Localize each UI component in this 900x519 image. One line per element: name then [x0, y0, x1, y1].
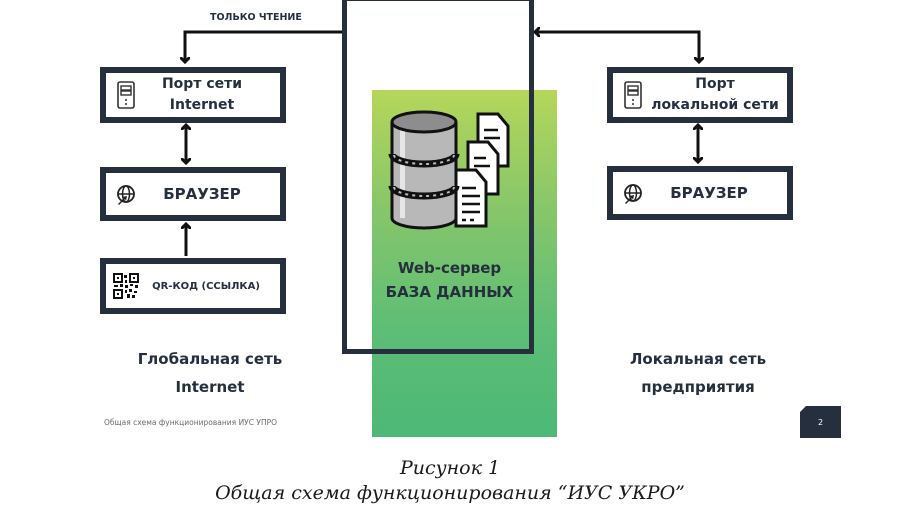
database-title: БАЗА ДАННЫХ — [385, 283, 514, 301]
server-box-fill — [347, 1, 372, 344]
read-only-label: ТОЛЬКО ЧТЕНИЕ — [210, 12, 302, 23]
local-network-title: Локальная сеть — [629, 350, 767, 368]
local-browser-box: БРАУЗЕР — [607, 166, 793, 220]
server-local-port-arrow — [535, 32, 699, 62]
local-network-subtitle: предприятия — [641, 378, 755, 396]
globe-cursor-icon — [619, 179, 647, 207]
local-port-title: Порт — [695, 76, 735, 92]
web-server-title: Web-сервер — [397, 259, 502, 277]
web-server-label: Web-сервер БАЗА ДАННЫХ — [372, 256, 527, 304]
internet-browser-label: БРАУЗЕР — [163, 185, 241, 203]
web-server-box — [342, 0, 534, 354]
figure-number: Рисунок 1 — [399, 457, 501, 479]
local-network-caption: Локальная сеть предприятия — [588, 345, 808, 401]
qr-code-label: QR-КОД (ССЫЛКА) — [152, 280, 260, 292]
internet-port-subtitle: Internet — [169, 97, 235, 113]
read-only-arrow — [185, 30, 342, 62]
page-number-badge: 2 — [800, 406, 841, 438]
figure-title: Общая схема функционирования “ИУС УКРО” — [215, 482, 685, 504]
internet-browser-box: БРАУЗЕР — [100, 167, 286, 221]
database-documents-icon — [388, 110, 510, 230]
server-tower-icon — [112, 81, 140, 109]
local-port-subtitle: локальной сети — [651, 97, 779, 113]
local-port-box: Порт локальной сети — [607, 67, 793, 123]
qr-code-box: QR-КОД (ССЫЛКА) — [100, 258, 286, 314]
internet-port-box: Порт сети Internet — [100, 67, 286, 123]
slide-footer-note: Общая схема функционирования ИУС УПРО — [104, 418, 278, 427]
internet-port-title: Порт сети — [161, 76, 243, 92]
qr-code-icon — [112, 272, 140, 300]
local-browser-label: БРАУЗЕР — [670, 184, 748, 202]
global-network-subtitle: Internet — [175, 378, 245, 396]
global-network-title: Глобальная сеть — [137, 350, 283, 368]
server-box-fill-top — [372, 1, 524, 90]
server-tower-icon — [619, 81, 647, 109]
global-network-caption: Глобальная сеть Internet — [100, 345, 320, 401]
globe-cursor-icon — [112, 180, 140, 208]
